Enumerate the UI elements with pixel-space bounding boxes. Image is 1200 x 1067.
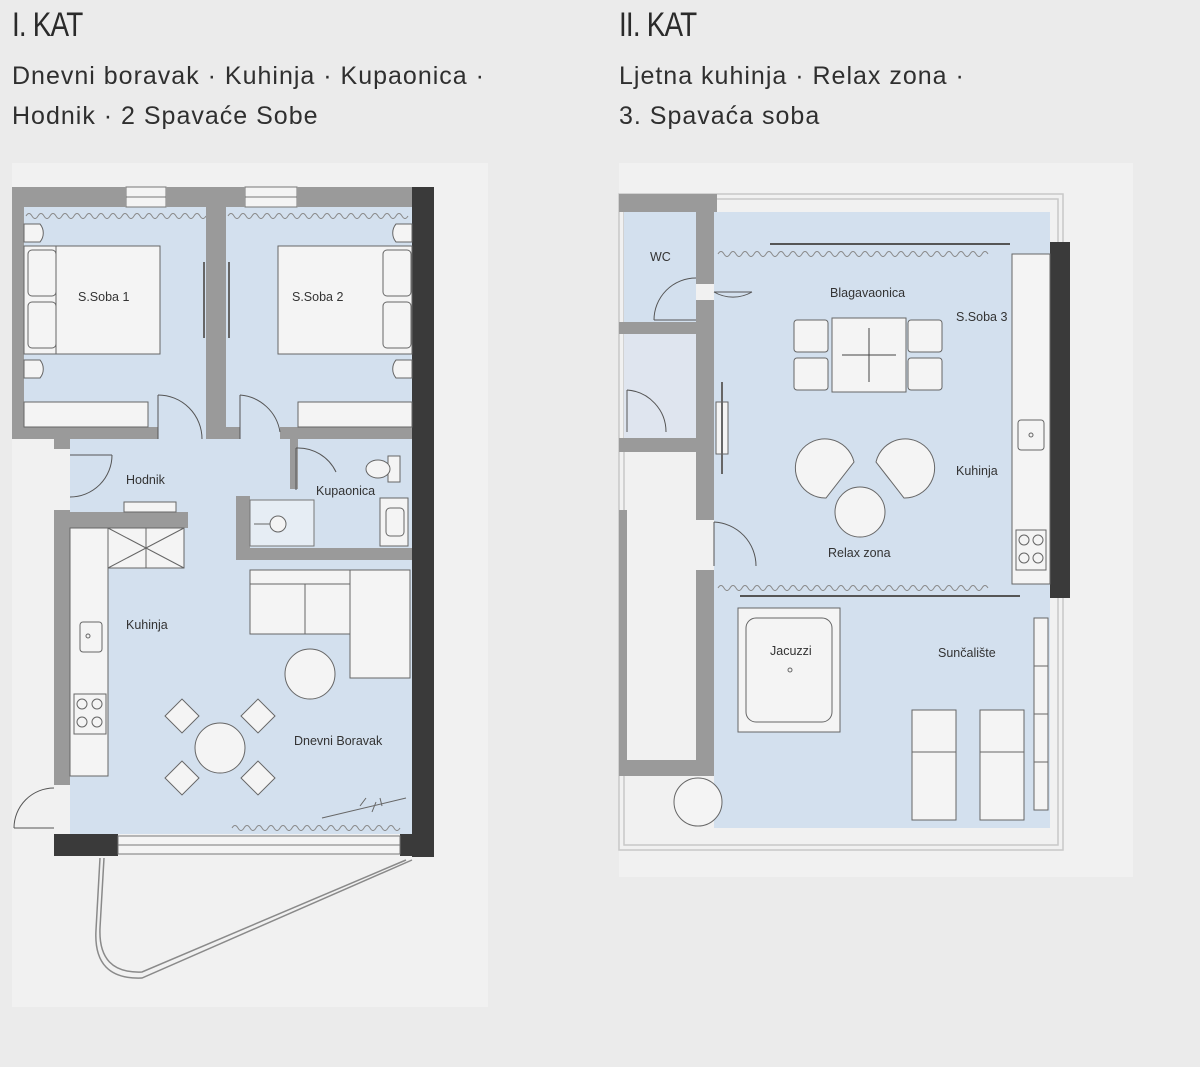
- floor-1-description-line-1: Dnevni boravak · Kuhinja · Kupaonica ·: [12, 62, 485, 90]
- room-label-wc: WC: [650, 250, 671, 264]
- round-table-icon: [673, 777, 723, 827]
- room-label-kitchen: Kuhinja: [126, 618, 168, 632]
- door-icon: [626, 277, 757, 567]
- interior-wall: [12, 187, 412, 785]
- kitchen-counter-icon: [1011, 253, 1051, 585]
- room-label-bedroom-1: S.Soba 1: [78, 290, 129, 304]
- floor-1-description-line-2: Hodnik · 2 Spavaće Sobe: [12, 102, 319, 130]
- sliding-door-icon: [740, 243, 1020, 597]
- coffee-table-icon: [284, 648, 336, 700]
- exterior-wall: [54, 187, 434, 857]
- room-label-hallway: Hodnik: [126, 473, 166, 487]
- floor-2-plan: WC Blagavaonica S.Soba 3: [618, 193, 1070, 851]
- dining-table-icon: [164, 698, 276, 796]
- curtain-icon: [717, 251, 989, 591]
- stove-icon: [73, 693, 107, 735]
- coffee-table-icon: [834, 486, 886, 538]
- exterior-wall: [1050, 242, 1070, 598]
- terrace-outline: [95, 857, 413, 979]
- floor-2-plan-panel: WC Blagavaonica S.Soba 3: [618, 163, 1133, 877]
- planter-icon: [1033, 617, 1049, 811]
- room-label-jacuzzi: Jacuzzi: [770, 644, 812, 658]
- room-label-living-room: Dnevni Boravak: [294, 734, 383, 748]
- room-label-bedroom-2: S.Soba 2: [292, 290, 343, 304]
- floor-2-description-line-2: 3. Spavaća soba: [619, 102, 821, 130]
- floor-2-title: II. KAT: [619, 6, 697, 44]
- nightstand-icon: [392, 223, 413, 379]
- sliding-door-icon: [715, 382, 729, 474]
- interior-wall: [619, 194, 717, 776]
- nightstand-icon: [23, 223, 44, 379]
- curtain-icon: [25, 213, 409, 831]
- bed-icon: [23, 245, 161, 355]
- toilet-icon: [365, 455, 401, 483]
- sunbed-icon: [911, 709, 1025, 821]
- room-label-dining: Blagavaonica: [830, 286, 905, 300]
- plant-icon: [321, 797, 407, 819]
- dining-table-icon: [793, 317, 943, 393]
- floor-1-plan-panel: S.Soba 1 S.Soba 2 Hodnik: [12, 163, 488, 1007]
- floor-1-description: Dnevni boravak · Kuhinja · Kupaonica · H…: [12, 56, 572, 136]
- floor-2-description: Ljetna kuhinja · Relax zona · 3. Spavaća…: [619, 56, 1179, 136]
- room-label-bedroom-3: S.Soba 3: [956, 310, 1007, 324]
- room-label-kitchen: Kuhinja: [956, 464, 998, 478]
- room-label-bathroom: Kupaonica: [316, 484, 375, 498]
- armchair-icon: [794, 438, 936, 499]
- sofa-icon: [249, 569, 411, 679]
- bed-icon: [277, 245, 413, 355]
- floor-1-plan: S.Soba 1 S.Soba 2 Hodnik: [12, 186, 434, 979]
- wardrobe-icon: [297, 401, 413, 428]
- shoe-cabinet-icon: [123, 501, 177, 513]
- floor-1-title: I. KAT: [12, 6, 83, 44]
- floor-2-description-line-1: Ljetna kuhinja · Relax zona ·: [619, 62, 965, 90]
- sink-icon: [79, 621, 103, 653]
- door-icon: [157, 394, 281, 440]
- room-label-relax-zone: Relax zona: [828, 546, 891, 560]
- stove-icon: [1015, 529, 1047, 571]
- door-icon: [295, 447, 337, 490]
- wardrobe-icon: [23, 401, 149, 428]
- sliding-door-icon: [203, 262, 230, 338]
- sink-icon: [379, 497, 409, 547]
- sink-icon: [1017, 419, 1045, 451]
- jacuzzi-icon: [737, 607, 841, 733]
- door-icon: [69, 454, 113, 498]
- room-label-sundeck: Sunčalište: [938, 646, 996, 660]
- shower-icon: [254, 515, 287, 533]
- window-icon: [117, 835, 401, 855]
- entrance-door-icon: [13, 787, 55, 829]
